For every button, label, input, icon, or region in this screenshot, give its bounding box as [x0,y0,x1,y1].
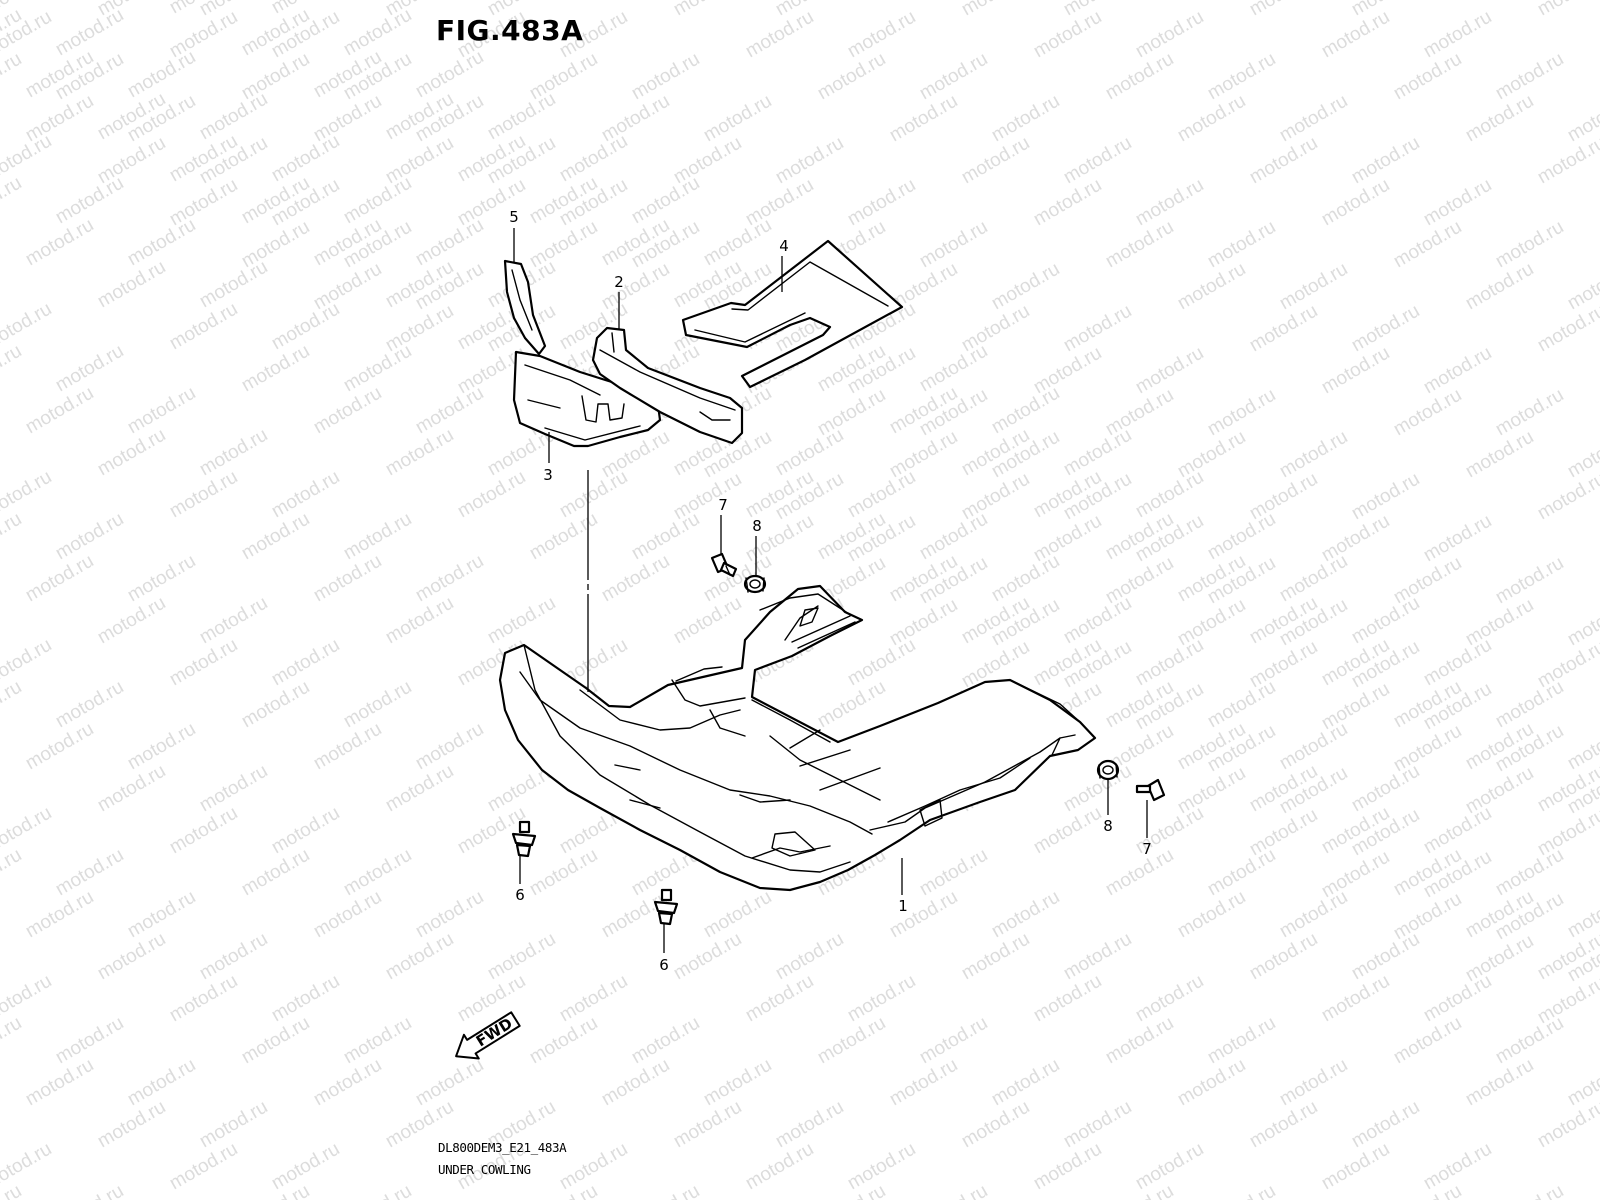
part-3-heat-shield [512,350,662,448]
part-6-clip-center [653,888,679,926]
callout-4: 4 [779,237,789,255]
part-5-side-panel [503,259,547,356]
callout-8-left: 8 [752,517,762,535]
callout-labels: 5 2 4 3 7 8 8 7 6 6 1 [509,208,1152,974]
part-8-grommet-left [743,574,767,594]
part-1-under-cowling [498,584,1097,892]
arrow-left-down-icon [455,1011,521,1060]
callout-3: 3 [543,466,553,484]
callout-2: 2 [614,273,624,291]
callout-1: 1 [898,897,908,915]
callout-7-right: 7 [1142,840,1152,858]
model-code: DL800DEM3_E21_483A [438,1140,567,1155]
part-2-center-shield [591,326,744,445]
fwd-direction-marker: FWD [455,1011,521,1060]
callout-5: 5 [509,208,519,226]
part-4-heat-plate [681,239,904,389]
fwd-label: FWD [473,1014,516,1050]
callout-6-left: 6 [515,886,525,904]
section-name: UNDER COWLING [438,1162,531,1177]
callout-8-right: 8 [1103,817,1113,835]
leader-lines [513,228,1148,953]
callout-6-center: 6 [659,956,669,974]
part-7-bolt-right [1135,778,1166,802]
part-6-clip-left [511,820,537,858]
figure-title: FIG.483A [436,14,584,47]
callout-7-left: 7 [718,496,728,514]
part-7-bolt-left [710,552,738,578]
part-8-grommet-right [1096,759,1120,781]
